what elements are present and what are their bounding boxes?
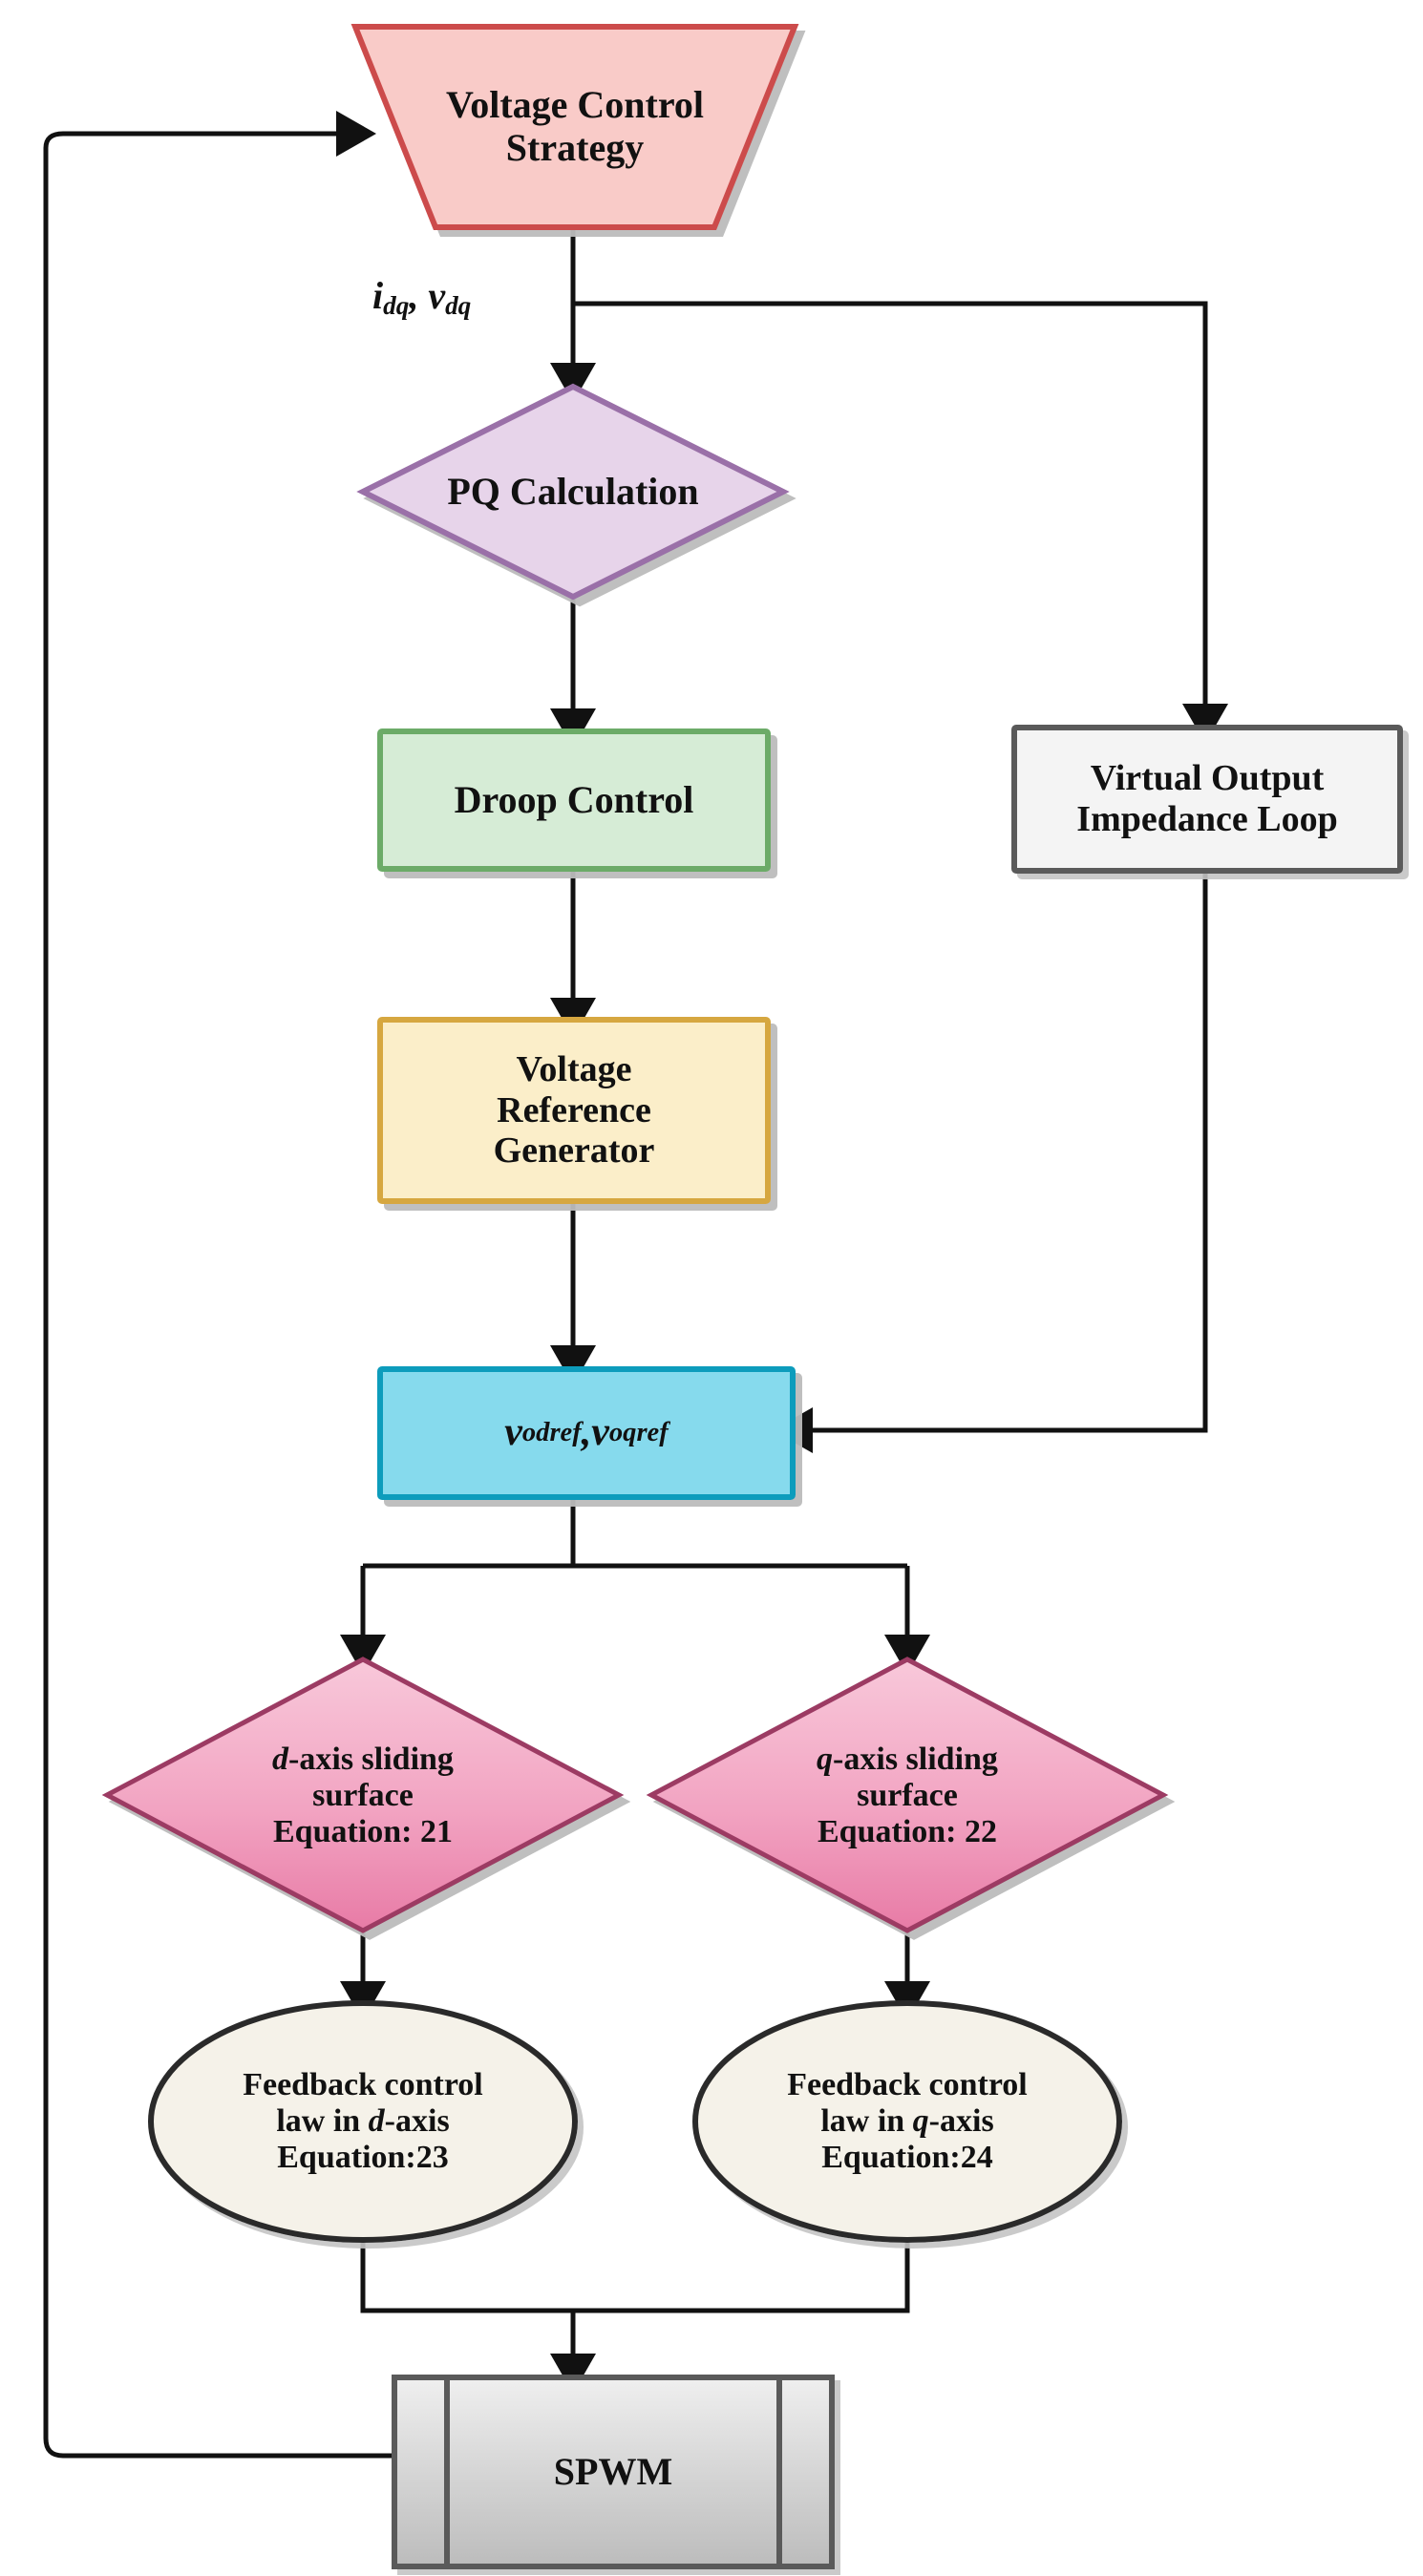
node-feedback-control-law-q[interactable]	[692, 2000, 1122, 2243]
node-vodref-voqref[interactable]	[377, 1366, 796, 1500]
node-q-axis-sliding-surface[interactable]	[646, 1657, 1169, 1933]
node-droop-control[interactable]	[377, 728, 771, 872]
node-voltage-reference-generator[interactable]	[377, 1017, 771, 1204]
vdq-sub: dq	[445, 290, 472, 320]
node-voltage-control-strategy[interactable]	[350, 24, 799, 230]
connector-layer	[43, 111, 1228, 2459]
idq-base: i	[372, 274, 384, 317]
node-spwm[interactable]	[392, 2375, 835, 2569]
vdq-base: v	[428, 274, 446, 317]
edge-spwm-feedback-to-vcs	[43, 111, 411, 2459]
edge-law-q-merge	[573, 2238, 910, 2313]
node-virtual-output-impedance-loop[interactable]	[1011, 725, 1403, 874]
node-feedback-control-law-d[interactable]	[148, 2000, 578, 2243]
edge-tap-to-virtual	[573, 301, 1228, 745]
node-d-axis-sliding-surface[interactable]	[101, 1657, 625, 1933]
idq-sub: dq	[383, 290, 410, 320]
edge-label-idq-vdq: idq, vdq	[372, 273, 471, 321]
node-pq-calculation[interactable]	[356, 383, 790, 601]
edge-law-d-merge	[360, 2238, 573, 2313]
idq-separator: ,	[409, 274, 429, 317]
edge-virtual-to-vref	[772, 871, 1208, 1453]
